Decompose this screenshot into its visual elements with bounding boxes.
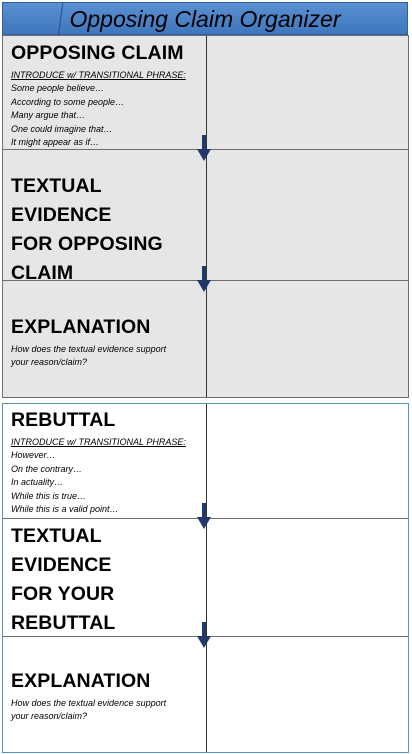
row-opposing-explanation: EXPLANATION How does the textual evidenc… [3, 281, 408, 397]
transition-phrase: Some people believe… [11, 83, 105, 93]
opposing-evidence-label-cell: TEXTUAL EVIDENCE FOR OPPOSING CLAIM [11, 172, 201, 288]
explanation-prompt-line: your reason/claim? [11, 357, 88, 367]
down-arrow-icon [197, 135, 211, 161]
evidence-heading-line: CLAIM [11, 262, 74, 284]
row-rebuttal-explanation: EXPLANATION How does the textual evidenc… [3, 637, 408, 752]
transition-phrase: Many argue that… [11, 110, 86, 120]
explanation-heading: EXPLANATION [11, 316, 151, 338]
down-arrow-icon [197, 503, 211, 529]
explanation-heading: EXPLANATION [11, 670, 151, 692]
transition-phrase: One could imagine that… [11, 123, 113, 134]
row-rebuttal: REBUTTAL INTRODUCE w/ TRANSITIONAL PHRAS… [3, 404, 408, 519]
rebuttal-table: REBUTTAL INTRODUCE w/ TRANSITIONAL PHRAS… [2, 403, 409, 753]
rebuttal-explanation-label-cell: EXPLANATION How does the textual evidenc… [11, 667, 201, 723]
column-divider [206, 36, 207, 397]
row-opposing-claim: OPPOSING CLAIM INTRODUCE w/ TRANSITIONAL… [3, 36, 408, 150]
rebuttal-heading: REBUTTAL [11, 409, 116, 431]
evidence-heading-line: TEXTUAL EVIDENCE [11, 175, 112, 226]
explanation-prompt-line: How does the textual evidence support [11, 344, 167, 354]
transition-phrase: However… [11, 450, 56, 460]
column-divider [206, 404, 207, 752]
transition-phrase: While this is true… [11, 490, 87, 501]
transition-phrase: According to some people… [11, 96, 125, 107]
transition-phrase: In actuality… [11, 477, 64, 487]
evidence-heading-line: FOR YOUR [11, 583, 115, 605]
transition-phrase: On the contrary… [11, 463, 83, 474]
page-title: Opposing Claim Organizer [69, 6, 341, 32]
title-banner: Opposing Claim Organizer [2, 2, 408, 36]
row-opposing-evidence: TEXTUAL EVIDENCE FOR OPPOSING CLAIM [3, 150, 408, 284]
opposing-explanation-label-cell: EXPLANATION How does the textual evidenc… [11, 313, 201, 369]
rebuttal-evidence-label-cell: TEXTUAL EVIDENCE FOR YOUR REBUTTAL [11, 522, 201, 638]
opposing-claim-label-cell: OPPOSING CLAIM INTRODUCE w/ TRANSITIONAL… [11, 39, 201, 150]
transition-phrase: While this is a valid point… [11, 504, 119, 514]
explanation-prompt-line: your reason/claim? [11, 711, 88, 721]
down-arrow-icon [197, 622, 211, 648]
transition-intro: INTRODUCE w/ TRANSITIONAL PHRASE: [11, 437, 186, 447]
opposing-claim-table: OPPOSING CLAIM INTRODUCE w/ TRANSITIONAL… [2, 35, 409, 398]
row-rebuttal-evidence: TEXTUAL EVIDENCE FOR YOUR REBUTTAL [3, 519, 408, 637]
transition-phrase: It might appear as if… [11, 137, 100, 147]
evidence-heading-line: TEXTUAL EVIDENCE [11, 525, 112, 576]
opposing-claim-heading: OPPOSING CLAIM [11, 42, 184, 64]
explanation-prompt-line: How does the textual evidence support [11, 698, 167, 708]
rebuttal-label-cell: REBUTTAL INTRODUCE w/ TRANSITIONAL PHRAS… [11, 406, 201, 517]
evidence-heading-line: FOR OPPOSING [11, 233, 163, 255]
down-arrow-icon [197, 266, 211, 292]
transition-intro: INTRODUCE w/ TRANSITIONAL PHRASE: [11, 70, 186, 80]
evidence-heading-line: REBUTTAL [11, 612, 116, 634]
explanation-prompt: How does the textual evidence support yo… [11, 343, 201, 369]
explanation-prompt: How does the textual evidence support yo… [11, 697, 201, 723]
